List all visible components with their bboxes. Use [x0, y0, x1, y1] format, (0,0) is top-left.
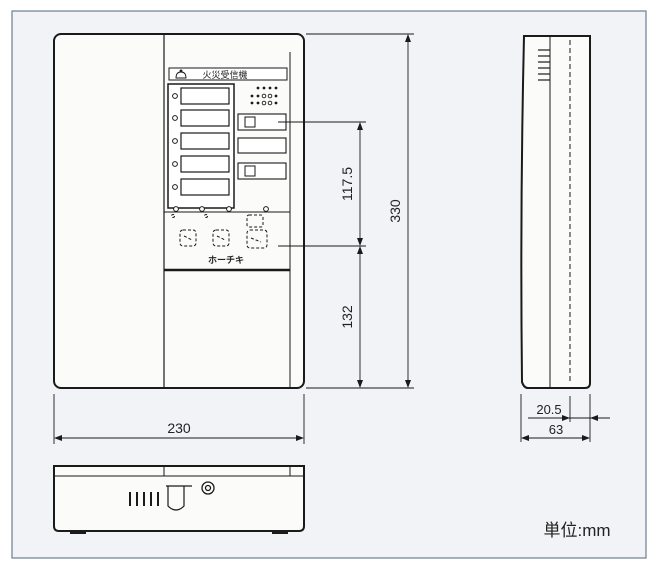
screw-icon [201, 481, 215, 495]
zone-window [180, 178, 230, 196]
indicator-led-icon [172, 184, 178, 190]
bottom-view [53, 465, 305, 534]
dim-height-label: 330 [387, 199, 403, 223]
status-lamps [250, 86, 278, 105]
indicator-led-icon [172, 93, 178, 99]
bottom-vents [129, 492, 159, 506]
status-rings [261, 93, 273, 106]
panel-title: 火災受信機 [202, 69, 247, 80]
side-dimension-arrows [521, 415, 598, 441]
zone-window [180, 155, 230, 173]
zone-indicator-leds [172, 93, 178, 190]
dim-upper-label: 117.5 [339, 167, 355, 201]
fire-bell-icon [175, 69, 187, 79]
bottom-tab [167, 486, 185, 511]
brand-label: ホーチキ [208, 255, 244, 265]
side-view [520, 35, 591, 389]
dim-width-label: 230 [167, 420, 191, 436]
dimension-arrows [54, 34, 411, 441]
zone-window [180, 109, 230, 127]
zone-windows [180, 87, 230, 196]
indicator-led-icon [172, 138, 178, 144]
front-view: ホーチキ [53, 33, 305, 389]
indicator-led-icon [172, 115, 178, 121]
dim-partial-label: 20.5 [536, 402, 561, 417]
display-window [237, 137, 287, 154]
dim-lower-label: 132 [339, 305, 355, 329]
unit-label: 単位:mm [543, 521, 610, 540]
panel-title-plate [168, 67, 288, 81]
side-body [520, 35, 591, 389]
zone-window [180, 132, 230, 150]
dim-depth-label: 63 [549, 422, 563, 437]
control-button-lower-key [244, 165, 256, 177]
control-button-upper-key [244, 116, 256, 128]
bottom-switches [173, 206, 269, 212]
speaker-grille-icon [171, 214, 268, 249]
indicator-led-icon [172, 161, 178, 167]
side-vents [538, 49, 550, 81]
zone-window [180, 87, 230, 105]
bottom-body [53, 465, 305, 532]
